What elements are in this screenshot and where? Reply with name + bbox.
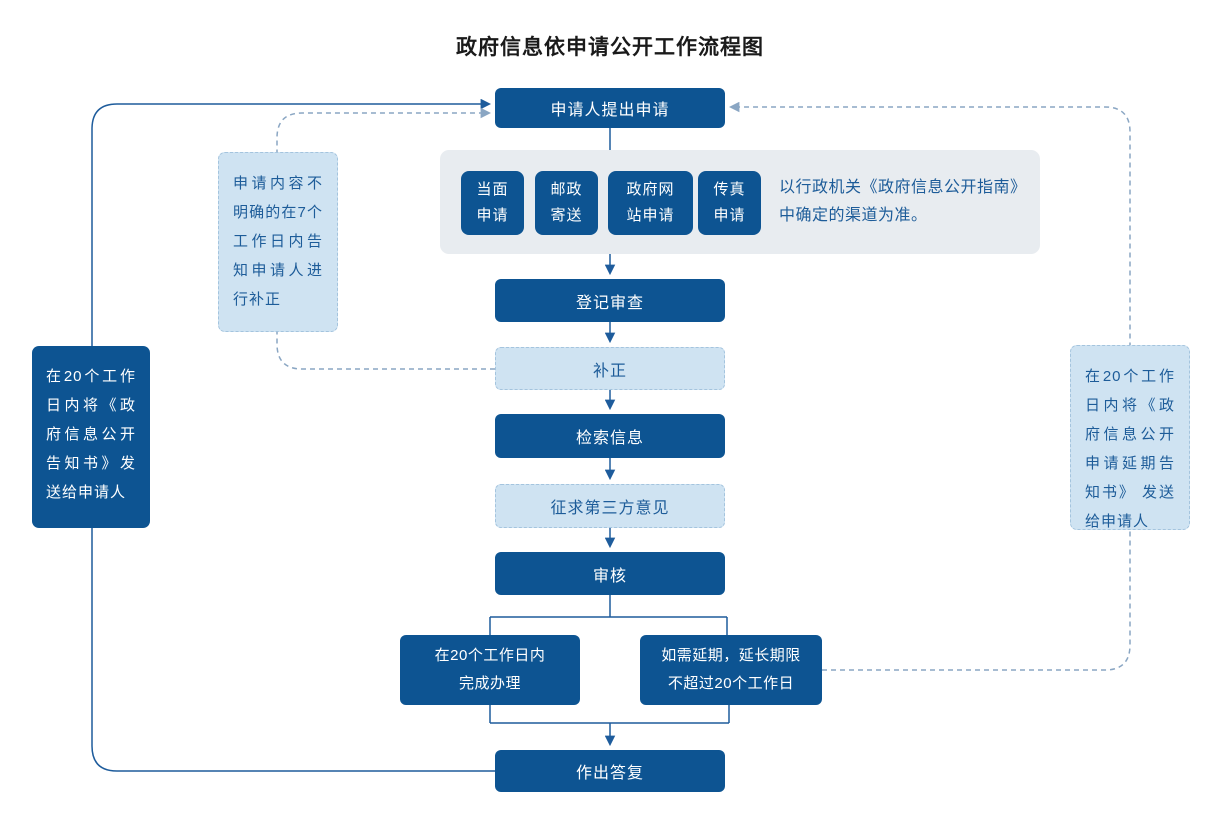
node-extension: 如需延期，延长期限 不超过20个工作日 xyxy=(640,635,822,705)
node-channel-mail: 邮政寄送 xyxy=(535,171,598,235)
node-third-party-label: 征求第三方意见 xyxy=(550,500,670,517)
page-title: 政府信息依申请公开工作流程图 xyxy=(456,36,764,59)
node-channel-fax: 传真申请 xyxy=(698,171,761,235)
node-register: 登记审查 xyxy=(495,279,725,322)
note-supplement-rule: 申请内容不明确的在7个工作日内告知申请人进行补正 xyxy=(218,152,338,332)
node-apply: 申请人提出申请 xyxy=(495,88,725,128)
node-complete-within-20-days: 在20个工作日内 完成办理 xyxy=(400,635,580,705)
channel-note: 以行政机关《政府信息公开指南》 中确定的渠道为准。 xyxy=(779,179,1027,224)
note-disclosure-notice: 在20个工作日内将《政府信息公开告知书》发送给申请人 xyxy=(32,346,150,528)
node-reply-label: 作出答复 xyxy=(575,765,644,782)
note-extension-notice: 在20个工作日内将《政府信息公开申请延期告知书》 发送给申请人 xyxy=(1070,345,1190,530)
node-third-party: 征求第三方意见 xyxy=(495,484,725,528)
node-register-label: 登记审查 xyxy=(575,294,644,312)
node-reply: 作出答复 xyxy=(495,750,725,792)
node-review-label: 审核 xyxy=(592,567,627,585)
node-apply-label: 申请人提出申请 xyxy=(550,102,670,119)
node-supplement-label: 补正 xyxy=(592,362,627,380)
node-retrieve-label: 检索信息 xyxy=(575,430,644,447)
node-supplement: 补正 xyxy=(495,347,725,390)
node-review: 审核 xyxy=(495,552,725,595)
node-channel-website: 政府网站申请 xyxy=(608,171,693,235)
node-channel-inperson: 当面申请 xyxy=(461,171,524,235)
node-retrieve: 检索信息 xyxy=(495,414,725,458)
